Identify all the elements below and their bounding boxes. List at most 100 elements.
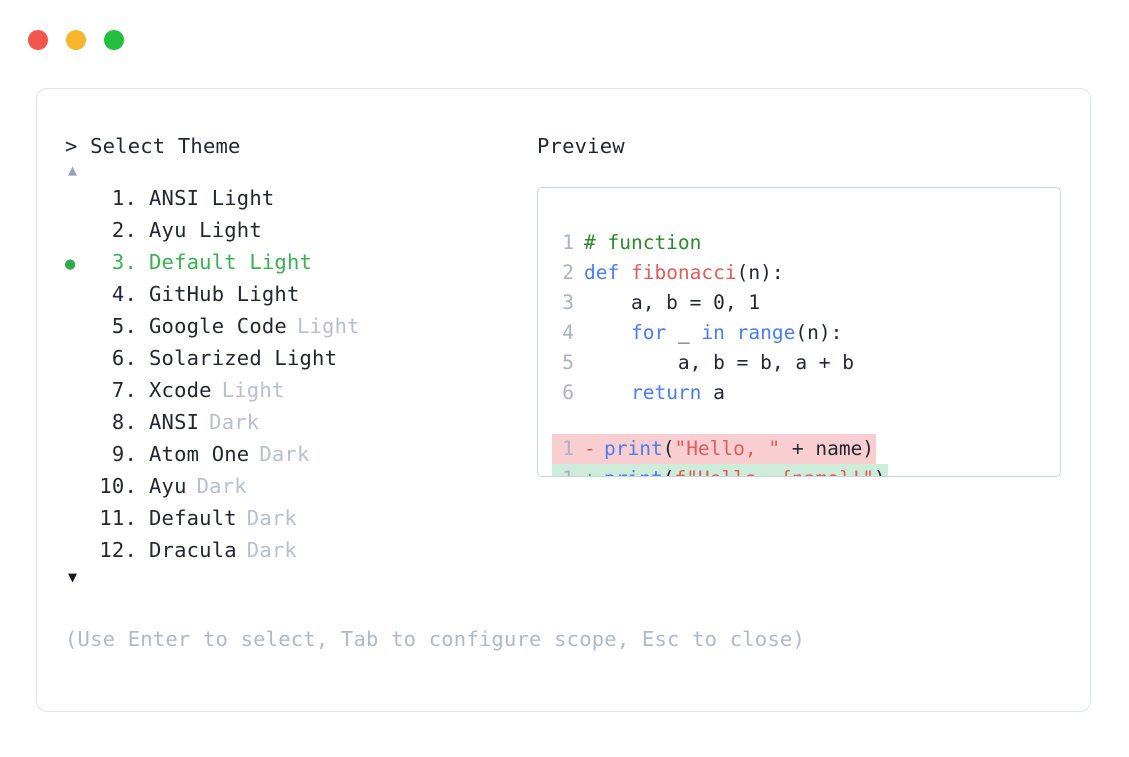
code-line-text: return a [584, 378, 725, 408]
code-line-text: for _ in range(n): [584, 318, 842, 348]
theme-selector: > Select Theme ▲ 1. ANSI Light 2.Ayu Light… [65, 133, 535, 588]
code-line-text: a, b = b, a + b [584, 348, 854, 378]
preview-title: Preview [537, 134, 625, 158]
theme-item-variant: Light [221, 378, 285, 402]
window-controls [28, 30, 124, 50]
code-token: + name) [780, 437, 875, 460]
theme-item-name: Google Code [149, 314, 287, 338]
theme-item-number: 11. [99, 506, 137, 530]
code-line: 3 a, b = 0, 1 [538, 288, 1060, 318]
theme-item-variant: Dark [196, 474, 247, 498]
theme-item-number: 6. [111, 346, 137, 370]
code-token: a, b = b, a + b [584, 351, 855, 374]
code-line: 6 return a [538, 378, 1060, 408]
code-token: # function [584, 231, 702, 254]
code-token: print [604, 467, 663, 476]
theme-item-name: Atom One [149, 442, 250, 466]
theme-list-item[interactable]: 4. GitHub Light [65, 278, 535, 310]
theme-item-variant: Dark [246, 506, 297, 530]
diff-lines: 1-print("Hello, " + name)1+print(f"Hello… [538, 434, 1060, 476]
code-line: 5 a, b = b, a + b [538, 348, 1060, 378]
code-token: print [604, 437, 663, 460]
code-token: return [630, 381, 702, 404]
theme-item-number: 1. [111, 186, 137, 210]
code-line-text: # function [584, 228, 701, 258]
scroll-up-icon[interactable]: ▲ [68, 161, 78, 179]
theme-item-name: Solarized Light [149, 346, 338, 370]
theme-item-variant: Dark [209, 410, 260, 434]
code-token: (n): [736, 261, 784, 284]
theme-list-item[interactable]: ● 3. Default Light [65, 246, 535, 278]
code-token: _ [666, 321, 702, 344]
theme-item-number: 9. [111, 442, 137, 466]
code-token: a [701, 381, 725, 404]
code-token [584, 321, 631, 344]
theme-list-item[interactable]: 8. ANSI Dark [65, 406, 535, 438]
diff-line-add: 1+print(f"Hello, {name}!") [538, 464, 1060, 476]
code-line: 4 for _ in range(n): [538, 318, 1060, 348]
theme-item-number: 3. [111, 250, 137, 274]
line-number: 3 [562, 291, 574, 314]
line-number: 1 [552, 464, 574, 476]
scroll-down-icon[interactable]: ▼ [68, 568, 78, 586]
selected-bullet-icon: ● [65, 254, 76, 274]
prompt-label: > Select Theme [65, 134, 241, 158]
close-button[interactable] [28, 30, 48, 50]
code-token: in range [701, 321, 796, 344]
code-line-text: a, b = 0, 1 [584, 288, 760, 318]
theme-list-item[interactable]: 11. Default Dark [65, 502, 535, 534]
theme-list-item[interactable]: 9. Atom One Dark [65, 438, 535, 470]
code-token: ( [663, 467, 675, 476]
maximize-button[interactable] [104, 30, 124, 50]
minimize-button[interactable] [66, 30, 86, 50]
theme-item-number: 12. [99, 538, 137, 562]
theme-item-name: Xcode [149, 378, 212, 402]
theme-item-name: Default [149, 506, 237, 530]
theme-item-name: ANSI Light [149, 186, 275, 210]
code-token: f"Hello, {name}!" [674, 467, 874, 476]
line-number: 1 [562, 231, 574, 254]
diff-line-text: print(f"Hello, {name}!") [604, 464, 886, 476]
theme-item-number: 2. [111, 218, 137, 242]
theme-item-name: ANSI [149, 410, 200, 434]
theme-list-item[interactable]: 5. Google Code Light [65, 310, 535, 342]
diff-marker: - [584, 437, 596, 460]
code-token [584, 381, 631, 404]
code-token: a, b = 0, 1 [584, 291, 761, 314]
line-number: 5 [562, 351, 574, 374]
code-token: "Hello, " [674, 437, 781, 460]
theme-list-item[interactable]: 1. ANSI Light [65, 182, 535, 214]
theme-item-variant: Light [296, 314, 360, 338]
code-token: fibonacci [630, 261, 737, 284]
theme-item-variant: Dark [246, 538, 297, 562]
code-token: for [630, 321, 667, 344]
theme-picker-panel: > Select Theme ▲ 1. ANSI Light 2.Ayu Light… [36, 88, 1091, 712]
theme-item-name: Default Light [149, 250, 313, 274]
diff-line-body: 1-print("Hello, " + name) [552, 434, 877, 464]
theme-item-number: 10. [99, 474, 137, 498]
theme-item-number: 5. [111, 314, 137, 338]
theme-item-name: GitHub Light [149, 282, 300, 306]
code-line: 1 # function [538, 228, 1060, 258]
line-number: 6 [562, 381, 574, 404]
theme-item-number: 8. [111, 410, 137, 434]
keyboard-help-text: (Use Enter to select, Tab to configure s… [65, 627, 805, 651]
theme-list-item[interactable]: 6. Solarized Light [65, 342, 535, 374]
code-token: (n): [795, 321, 843, 344]
diff-line-del: 1-print("Hello, " + name) [538, 434, 1060, 464]
line-number: 1 [562, 437, 574, 460]
theme-list: 1. ANSI Light 2.Ayu Light ● 3. Default Light 4… [65, 182, 535, 566]
theme-item-variant: Dark [259, 442, 310, 466]
theme-list-item[interactable]: 2.Ayu Light [65, 214, 535, 246]
diff-line-text: print("Hello, " + name) [604, 434, 874, 464]
code-spacer [538, 408, 1060, 434]
code-line-text: def fibonacci(n): [584, 258, 784, 288]
theme-item-number: 4. [111, 282, 137, 306]
line-number: 4 [562, 321, 574, 344]
